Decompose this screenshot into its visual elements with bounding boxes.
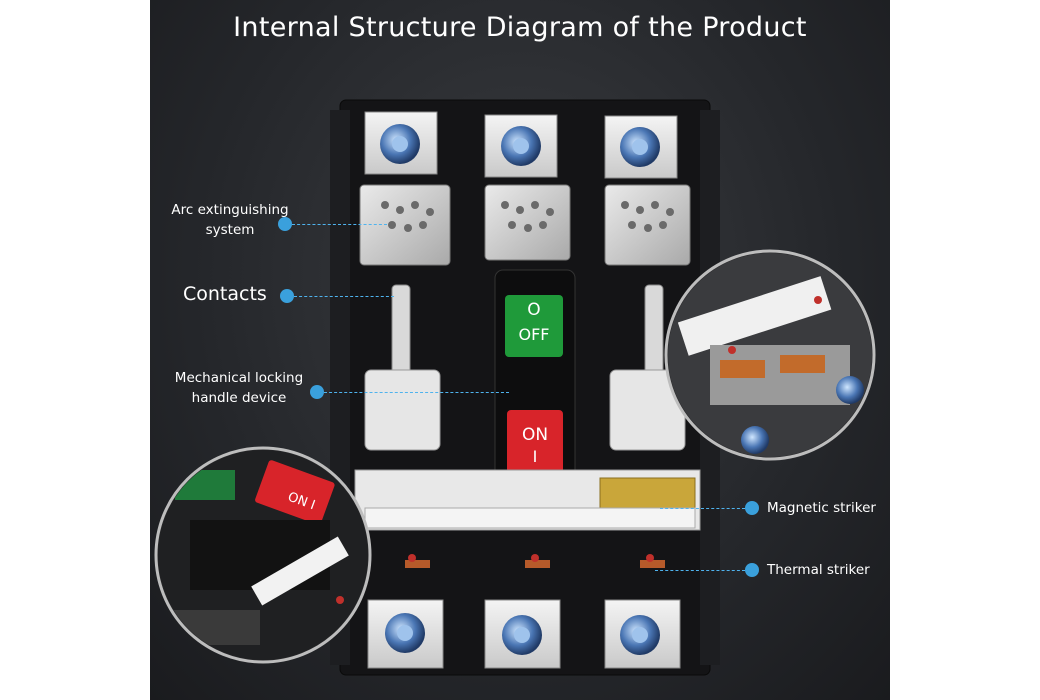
on-symbol: I <box>532 447 538 466</box>
label-thermal-striker: Thermal striker <box>767 562 870 578</box>
label-arc-line1: Arc extinguishing <box>171 202 289 218</box>
leader-line-mechanical <box>324 392 509 393</box>
callout-dot-mechanical <box>310 385 324 399</box>
bottom-terminals <box>367 599 681 669</box>
label-mechanical-locking: Mechanical locking handle device <box>166 368 312 408</box>
on-text: ON <box>521 425 549 445</box>
leader-line-magnetic <box>660 508 745 509</box>
diagram-title: Internal Structure Diagram of the Produc… <box>233 12 807 43</box>
label-mech-line1: Mechanical locking <box>174 370 304 386</box>
off-symbol: O <box>527 300 541 320</box>
zoom-inset-left: ON I <box>154 446 372 664</box>
trip-bar <box>364 507 696 529</box>
breaker-illustration: ON I <box>154 99 876 676</box>
leader-line-arc <box>292 224 387 225</box>
callout-dot-thermal <box>745 563 759 577</box>
zoom-inset-right <box>664 249 876 461</box>
label-magnetic-striker: Magnetic striker <box>767 500 876 516</box>
callout-dot-contacts <box>280 289 294 303</box>
callout-dot-magnetic <box>745 501 759 515</box>
leader-line-thermal <box>655 570 745 571</box>
leader-line-contacts <box>294 296 394 297</box>
top-terminals <box>364 111 678 179</box>
off-button-shape <box>505 295 563 357</box>
diagram-canvas: ON I O OFF ON I Internal Structure Diagr… <box>150 0 890 700</box>
label-contacts: Contacts <box>183 283 267 305</box>
off-text: OFF <box>518 325 550 344</box>
label-arc-extinguishing: Arc extinguishing system <box>170 200 290 240</box>
callout-dot-arc <box>278 217 292 231</box>
label-mech-line2: handle device <box>191 390 287 406</box>
label-arc-line2: system <box>205 222 255 238</box>
on-button-shape <box>507 410 563 480</box>
